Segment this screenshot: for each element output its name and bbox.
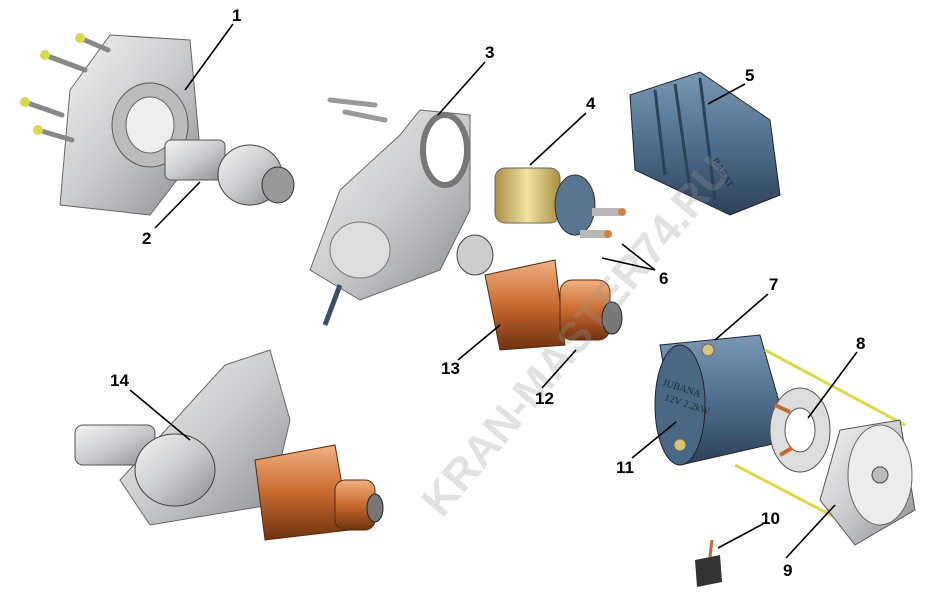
callout-9: 9: [783, 561, 792, 580]
callout-1: 1: [232, 6, 241, 25]
callout-4: 4: [586, 94, 596, 113]
callout-6: 6: [659, 269, 668, 288]
part-12-commutator: [559, 279, 623, 341]
callout-2: 2: [142, 229, 151, 248]
part-13-armature: [456, 234, 623, 351]
callout-7: 7: [769, 275, 778, 294]
part-10-brush: [695, 539, 722, 587]
callout-labels: 1 2 3 4 5 6 7 8 9 10 11 12 13 14: [110, 6, 865, 580]
part-9-end-cover: [734, 348, 916, 546]
callout-5: 5: [745, 66, 754, 85]
part-14-drive-assembly: [74, 349, 384, 541]
bolts: [22, 35, 111, 143]
callout-3: 3: [485, 43, 494, 62]
callout-12: 12: [535, 389, 554, 408]
part-6-terminals: [580, 208, 626, 238]
callout-11: 11: [616, 458, 634, 477]
part-3-housing: [309, 97, 471, 326]
callout-10: 10: [761, 509, 780, 528]
part-11-screw: [673, 438, 687, 452]
callout-8: 8: [856, 334, 865, 353]
part-5-solenoid-cover: BARAT: [629, 71, 781, 216]
leader-lines: [129, 23, 858, 559]
part-2-drive-pinion: [164, 139, 295, 206]
part-1-drive-end-flange: [20, 33, 201, 216]
callout-14: 14: [110, 371, 129, 390]
part-4-solenoid: [494, 167, 626, 238]
part-7-stator: JUBANA 12V 2.2kW: [654, 334, 791, 466]
callout-13: 13: [441, 359, 460, 378]
